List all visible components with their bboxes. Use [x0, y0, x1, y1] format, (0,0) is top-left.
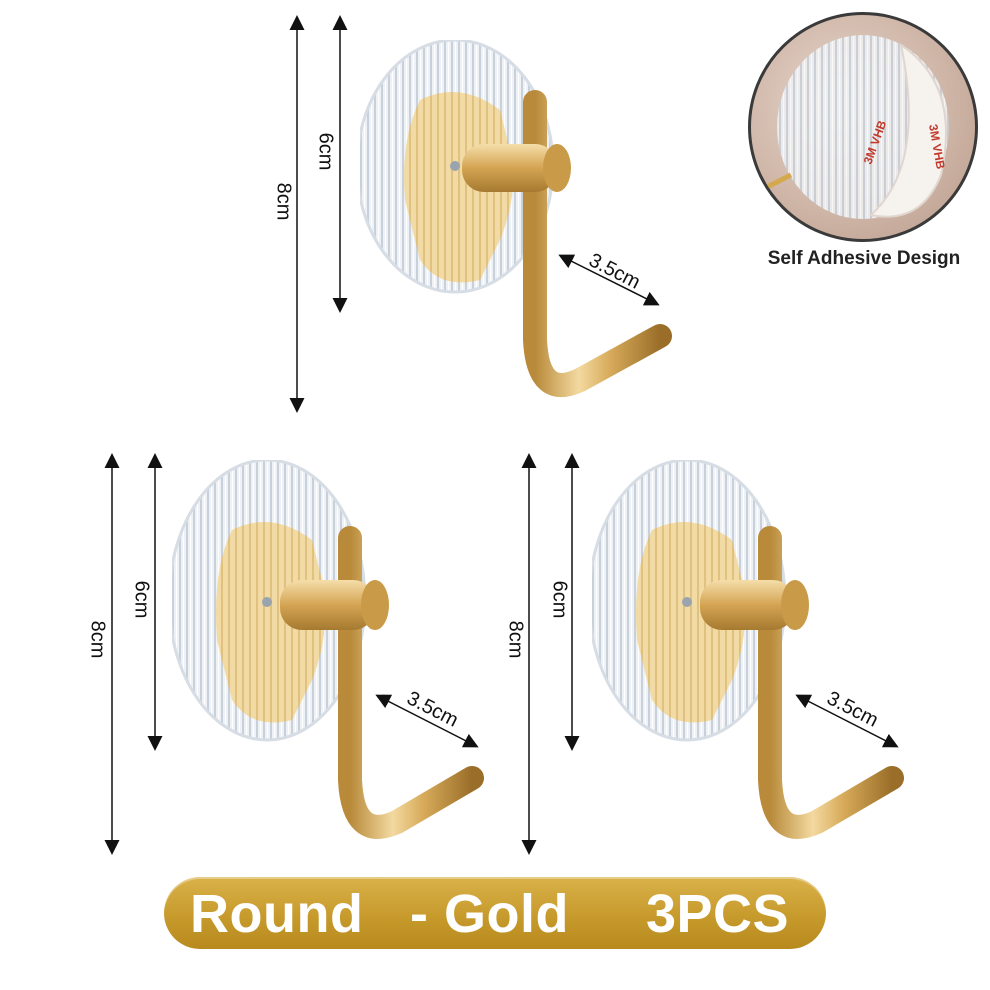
- hook-illustration: [355, 38, 672, 397]
- hook-illustration: [587, 458, 904, 839]
- dimension-lines-hook-3: [521, 453, 580, 855]
- dimension-lines-hook-1: [289, 15, 348, 413]
- hook-product-1: [355, 38, 680, 420]
- product-banner: Round - Gold 3PCS: [164, 877, 826, 949]
- plate-height-label: 6cm: [130, 580, 153, 619]
- plate-height-label: 6cm: [548, 580, 571, 619]
- hook-length-arrow: [375, 694, 479, 748]
- dimension-lines-hook-2: [104, 453, 163, 855]
- total-height-label: 8cm: [272, 182, 295, 221]
- hook-length-arrow: [795, 694, 899, 748]
- total-height-label: 8cm: [504, 620, 527, 659]
- banner-quantity-text: 3PCS: [646, 884, 790, 944]
- hook-length-arrow: [558, 254, 660, 306]
- total-height-label: 8cm: [86, 620, 109, 659]
- adhesive-detail-callout: 3M VHB 3M VHB: [748, 12, 978, 242]
- banner-color-text: - Gold: [410, 884, 569, 944]
- callout-caption: Self Adhesive Design: [767, 248, 961, 269]
- banner-shape-text: Round: [190, 884, 364, 944]
- hook-product-2: [167, 458, 492, 860]
- hook-product-3: [587, 458, 912, 860]
- hook-illustration: [167, 458, 484, 839]
- adhesive-tape-illustration: 3M VHB 3M VHB: [759, 35, 949, 219]
- plate-height-label: 6cm: [314, 132, 337, 171]
